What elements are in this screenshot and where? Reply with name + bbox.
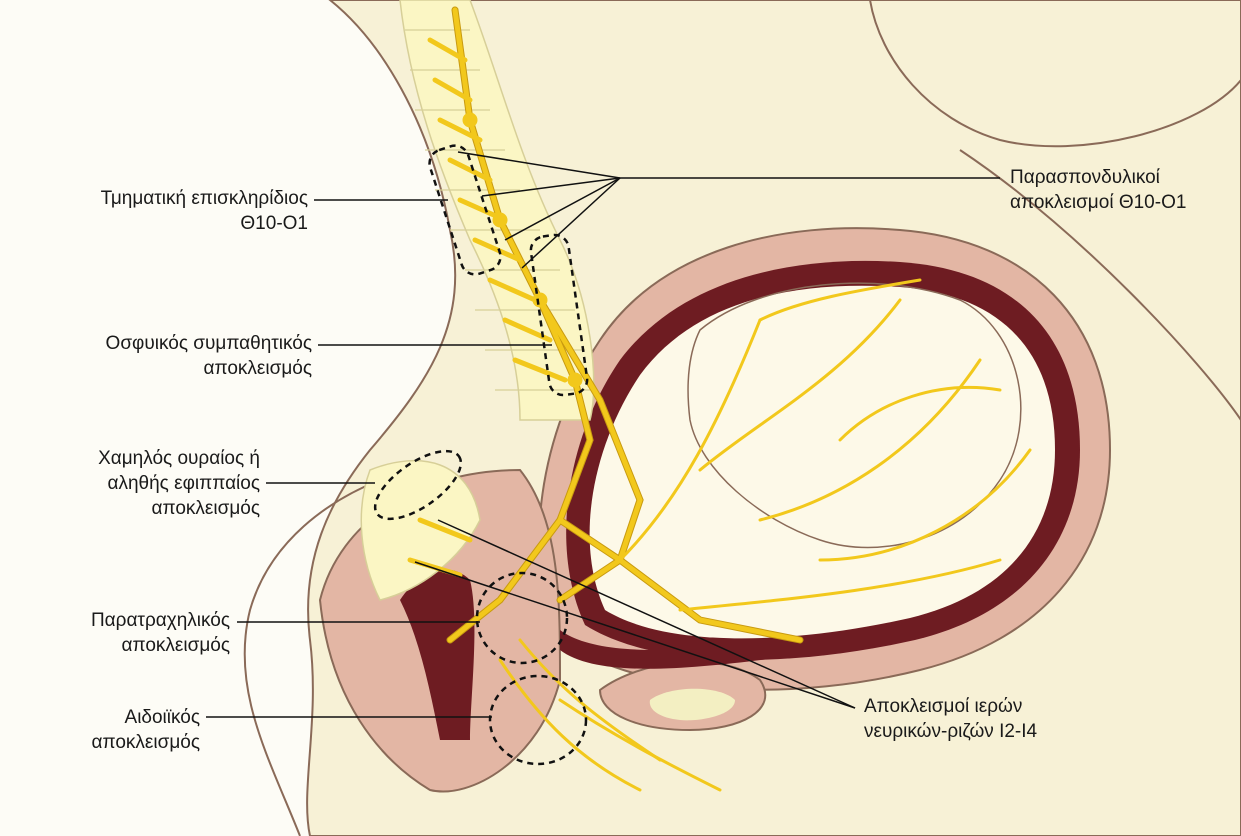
label-pudendal: Αιδοιϊκός αποκλεισμός: [20, 705, 200, 755]
label-low-caudal-saddle: Χαμηλός ουραίος ή αληθής εφιππαίος αποκλ…: [20, 446, 260, 521]
label-sacral-nerve-root: Αποκλεισμοί ιερών νευρικών-ριζών Ι2-Ι4: [864, 694, 1124, 744]
label-segmental-epidural: Τμηματική επισκληρίδιος Θ10-Ο1: [30, 186, 308, 236]
label-lumbar-sympathetic: Οσφυικός συμπαθητικός αποκλεισμός: [20, 331, 312, 381]
label-paracervical: Παρατραχηλικός αποκλεισμός: [10, 608, 230, 658]
label-paravertebral: Παρασπονδυλικοί αποκλεισμοί Θ10-Ο1: [1010, 165, 1238, 215]
